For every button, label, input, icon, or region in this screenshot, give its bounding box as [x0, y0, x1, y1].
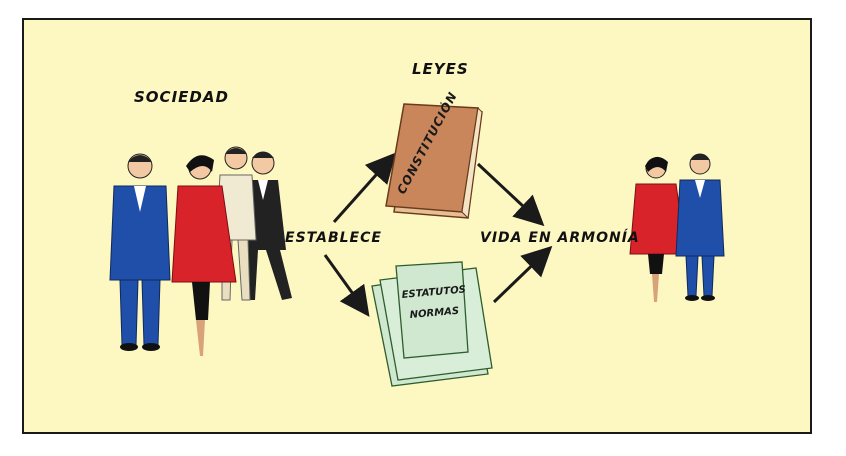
arrow-establece-to-constitucion [332, 152, 396, 223]
couple-group [629, 153, 725, 302]
statutes-documents: ESTATUTOS NORMAS [371, 261, 493, 387]
arrows [323, 152, 553, 317]
label-establece: ESTABLECE [285, 230, 382, 246]
person-blue-suit [109, 153, 171, 351]
constitution-book: CONSTITUCIÓN [385, 89, 483, 220]
label-leyes: LEYES [412, 60, 469, 78]
label-sociedad: SOCIEDAD [134, 88, 229, 106]
person-red-coat-right [629, 156, 687, 302]
label-vida-en-armonia: VIDA EN ARMONÍA [480, 230, 640, 246]
arrow-establece-to-estatutos [323, 254, 370, 317]
person-blue-suit-right [675, 153, 725, 301]
society-group [109, 146, 292, 356]
arrow-constitucion-to-vida [476, 162, 545, 227]
person-red-coat [171, 155, 237, 356]
documents-line2: NORMAS [409, 306, 459, 321]
arrow-estatutos-to-vida [492, 245, 553, 304]
